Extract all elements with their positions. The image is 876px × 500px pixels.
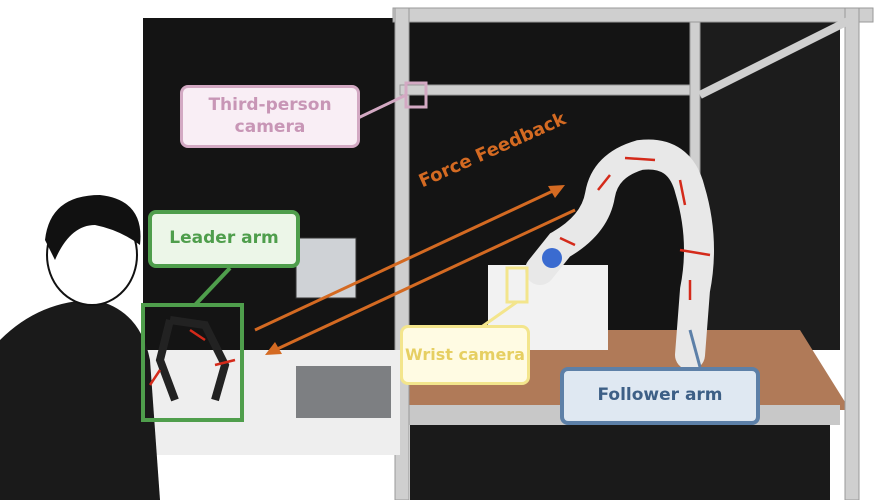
leader-arm-device <box>155 316 230 402</box>
joint-direction-arrows <box>148 156 711 386</box>
force-feedback-arrows <box>254 185 576 355</box>
wrist-camera-label: Wrist camera <box>400 325 530 385</box>
leader-arm-label: Leader arm <box>148 210 300 268</box>
follower-arm-label: Follower arm <box>560 367 760 425</box>
monitor <box>295 237 357 299</box>
power-supply <box>296 366 391 418</box>
operator <box>0 195 160 500</box>
right-background <box>700 20 840 350</box>
follower-robot <box>525 139 714 370</box>
third-person-camera-label: Third-person camera <box>180 85 360 148</box>
leader-arm-highlight <box>141 303 244 422</box>
black-curtain <box>143 18 703 368</box>
lower-cabinet <box>410 425 830 500</box>
